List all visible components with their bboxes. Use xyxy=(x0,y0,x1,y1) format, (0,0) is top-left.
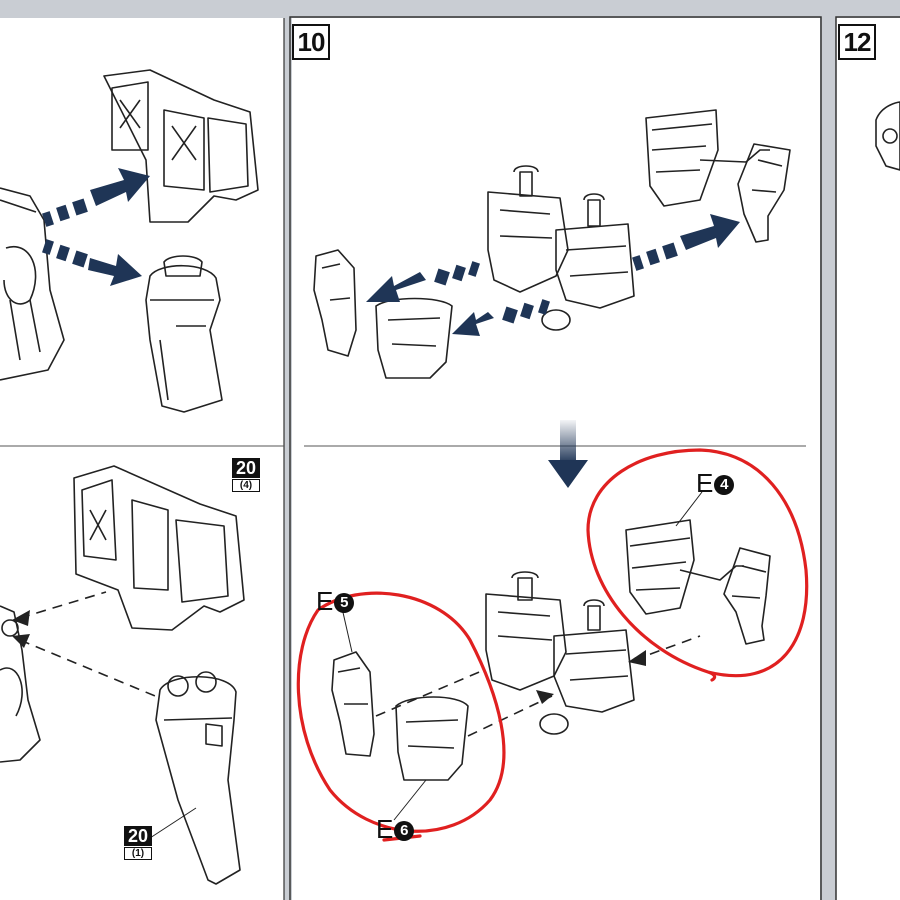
label-e5-letter: E xyxy=(316,586,334,616)
label-e6-letter: E xyxy=(376,814,394,844)
step10-panel xyxy=(292,18,820,900)
part-ref-upper-qty: (4) xyxy=(232,479,260,492)
part-ref-upper-number: 20 xyxy=(232,458,260,478)
part-ref-lower-qty: (1) xyxy=(124,847,152,860)
label-e4-number: 4 xyxy=(714,475,735,495)
part-ref-lower: 20 (1) xyxy=(124,826,152,860)
part-ref-upper: 20 (4) xyxy=(232,458,260,492)
label-e6-number: 6 xyxy=(394,821,415,841)
step12-panel xyxy=(836,18,900,900)
label-e4-letter: E xyxy=(696,468,714,498)
step-12-badge: 12 xyxy=(838,24,876,60)
step-10-badge: 10 xyxy=(292,24,330,60)
label-e5-number: 5 xyxy=(334,593,355,613)
part-ref-lower-number: 20 xyxy=(124,826,152,846)
